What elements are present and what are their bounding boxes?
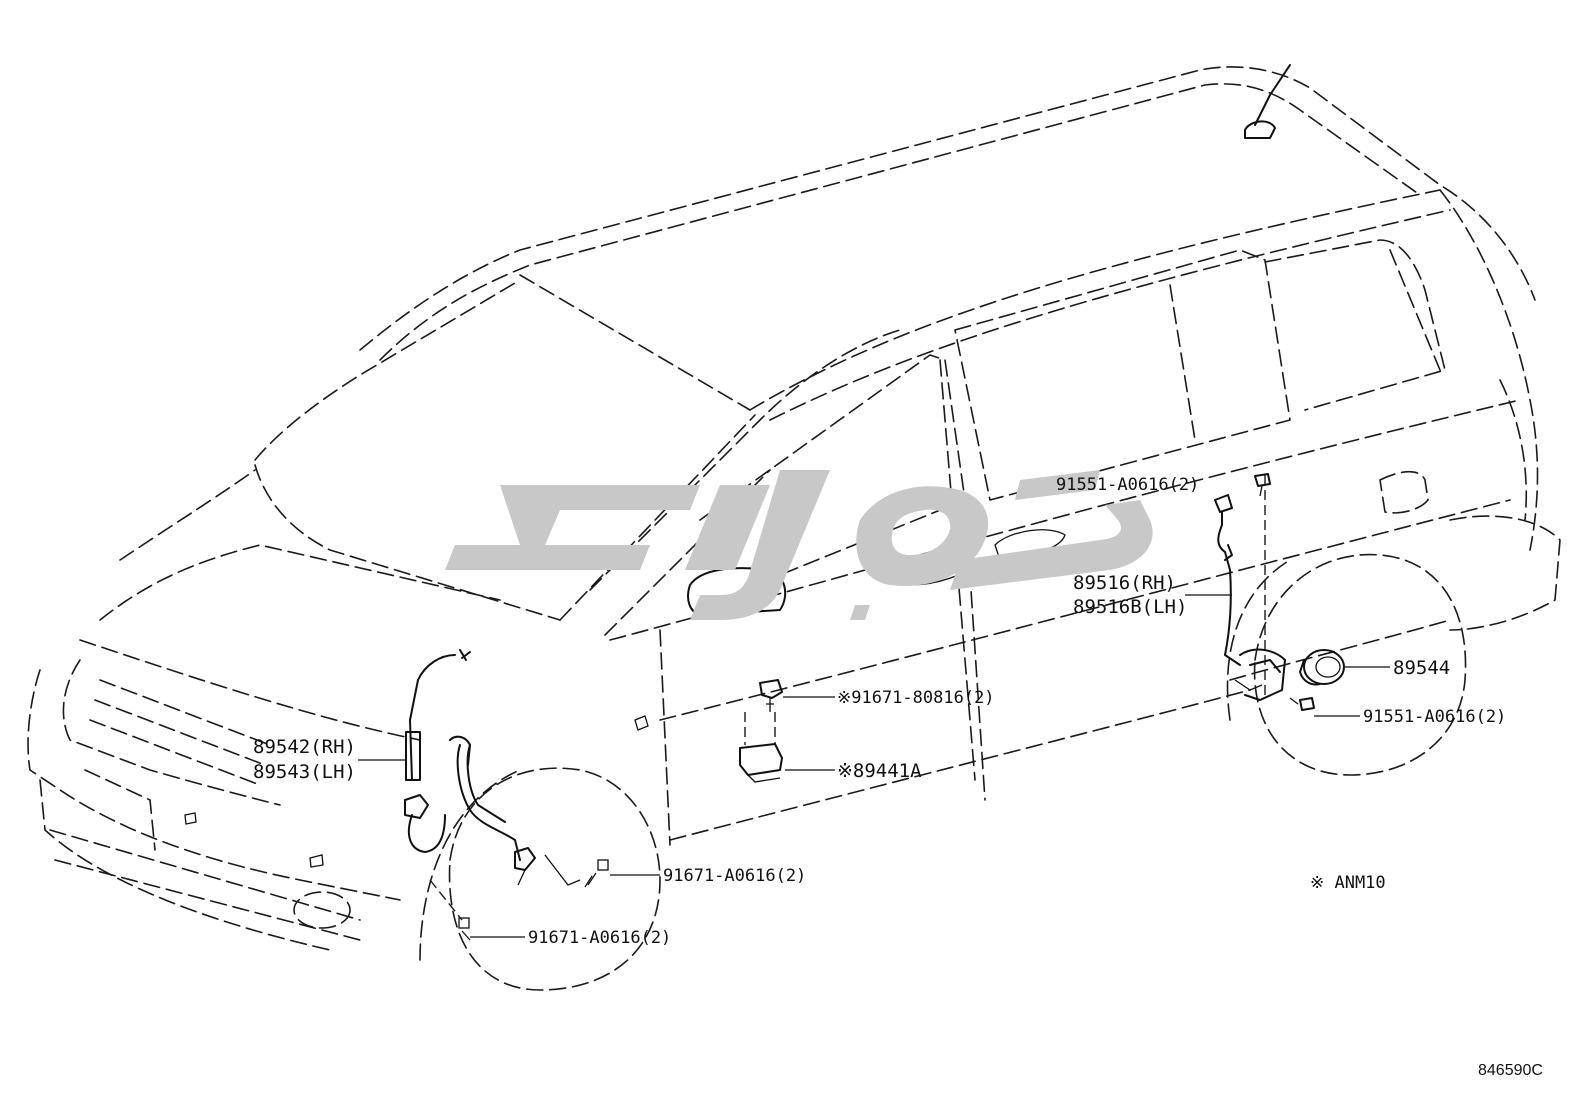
rear-bolt-lower-icon	[1289, 697, 1315, 711]
diagram-id: 846590C	[1478, 1062, 1543, 1079]
sensor-rotor-icon	[1299, 649, 1345, 686]
sensor-unit-label: ※89441A	[837, 760, 922, 782]
brand-logo-watermark	[445, 470, 1153, 620]
front-sensor-label-lh: 89543(LH)	[253, 761, 356, 783]
leader-lines	[358, 594, 1390, 938]
rotor-label: 89544	[1393, 657, 1450, 679]
unit-bolt-label: ※91671-80816(2)	[837, 688, 995, 708]
rear-speed-sensor-harness-icon	[1214, 475, 1286, 701]
callout-labels: 89542(RH) 89543(LH) 91671-A0616(2) 91671…	[253, 475, 1543, 1079]
front-bolt-lower-label: 91671-A0616(2)	[528, 928, 671, 948]
rear-sensor-label-lh: 89516B(LH)	[1073, 596, 1187, 618]
rear-bolt-upper-icon	[1254, 473, 1271, 497]
front-bolt-upper-label: 91671-A0616(2)	[663, 866, 806, 886]
front-speed-sensor-harness-icon	[404, 649, 581, 886]
rear-bolt-upper-label: 91551-A0616(2)	[1056, 475, 1199, 495]
sensor-unit-icon	[739, 679, 783, 783]
rear-sensor-label-rh: 89516(RH)	[1073, 572, 1176, 594]
front-sensor-label-rh: 89542(RH)	[253, 736, 356, 758]
front-bolt-lower-icon	[429, 879, 471, 941]
rear-bolt-lower-label: 91551-A0616(2)	[1363, 707, 1506, 727]
model-note: ※ ANM10	[1310, 873, 1386, 893]
front-bolt-upper-icon	[584, 859, 609, 888]
